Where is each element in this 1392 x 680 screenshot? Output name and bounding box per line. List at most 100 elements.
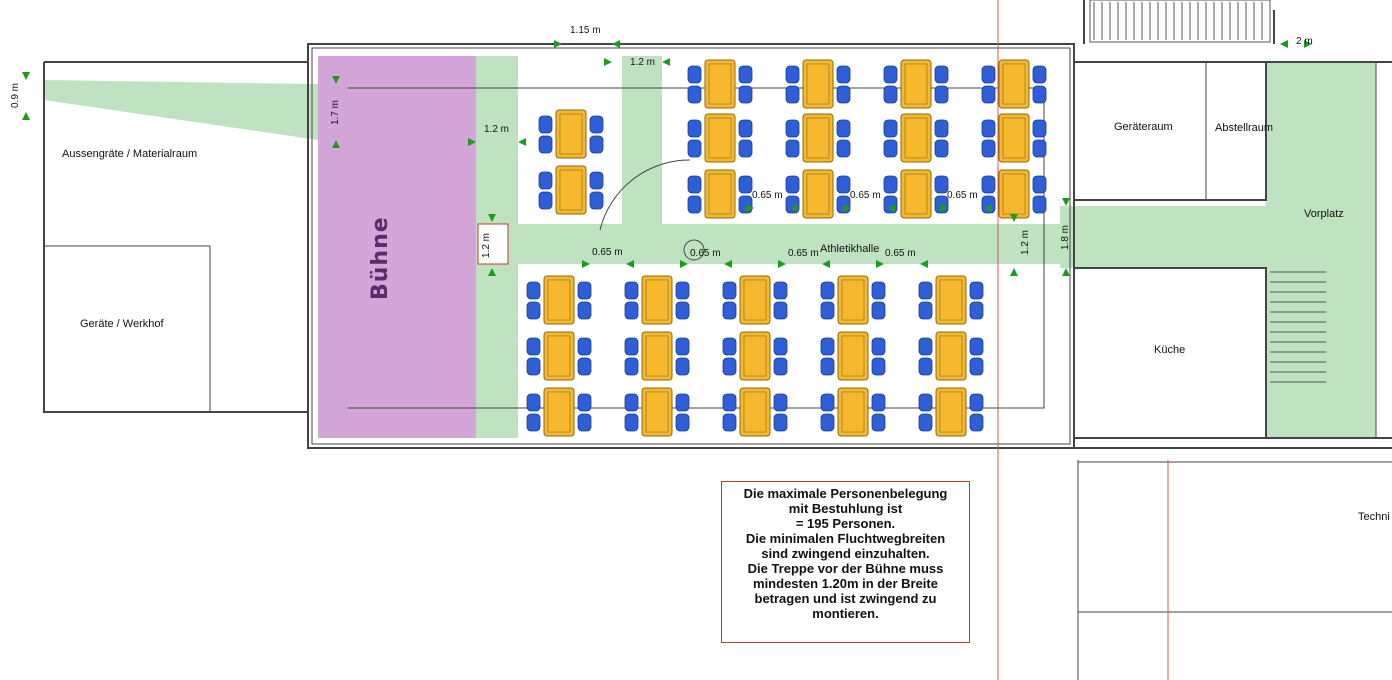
chair	[526, 393, 541, 412]
dimension-arrow	[1010, 214, 1018, 222]
chair	[738, 119, 753, 138]
dim-065-g: 0.65 m	[885, 248, 916, 259]
table-top	[841, 335, 865, 377]
chair	[773, 357, 788, 376]
table	[555, 109, 587, 159]
room-label-hall: Athletikhalle	[820, 243, 880, 255]
chair	[934, 85, 949, 104]
dimension-arrow	[22, 72, 30, 80]
chair	[577, 357, 592, 376]
chair	[773, 281, 788, 300]
dim-065-b: 0.65 m	[850, 190, 881, 201]
table-top	[645, 335, 669, 377]
table	[641, 275, 673, 325]
escape-routes	[44, 56, 1376, 438]
table	[641, 331, 673, 381]
table-top	[559, 169, 583, 211]
chair	[969, 393, 984, 412]
table	[998, 59, 1030, 109]
room-label-outdoor-equipment: Aussengräte / Materialraum	[62, 148, 198, 160]
stage-area	[318, 56, 476, 438]
dimension-arrow	[662, 58, 670, 66]
notice-line-3: = 195 Personen.	[795, 516, 896, 531]
dim-2: 2 m	[1296, 36, 1313, 47]
chair	[836, 119, 851, 138]
chair	[883, 139, 898, 158]
dimension-arrow	[518, 138, 526, 146]
dim-1-2-top: 1.2 m	[630, 57, 656, 68]
chair	[624, 281, 639, 300]
dim-065-c: 0.65 m	[947, 190, 978, 201]
dimension-arrow	[488, 214, 496, 222]
table	[935, 387, 967, 437]
notice-line-1: Die maximale Personenbelegung	[743, 486, 948, 501]
chair	[773, 393, 788, 412]
table-top	[939, 279, 963, 321]
dimension-arrow	[920, 260, 928, 268]
table	[739, 275, 771, 325]
chair	[918, 337, 933, 356]
dim-065-d: 0.65 m	[592, 247, 623, 258]
table-top	[939, 335, 963, 377]
furniture	[526, 59, 1047, 437]
chair	[871, 301, 886, 320]
chair	[934, 175, 949, 194]
chair	[969, 413, 984, 432]
chair	[785, 139, 800, 158]
dim-065-a: 0.65 m	[752, 190, 783, 201]
walls	[43, 0, 1392, 680]
chair	[981, 119, 996, 138]
table	[704, 169, 736, 219]
chair	[722, 413, 737, 432]
chair	[577, 413, 592, 432]
chair	[1032, 65, 1047, 84]
notice-line-5: sind zwingend einzuhalten.	[761, 546, 930, 561]
notice-line-7: mindesten 1.20m in der Breite	[753, 576, 938, 591]
chair	[722, 301, 737, 320]
table-top	[645, 279, 669, 321]
chair	[969, 337, 984, 356]
chair	[589, 135, 604, 154]
chair	[871, 393, 886, 412]
table-top	[547, 391, 571, 433]
table-top	[559, 113, 583, 155]
table-top	[547, 279, 571, 321]
chair	[820, 301, 835, 320]
chair	[820, 281, 835, 300]
room-label-storage-room: Abstellraum	[1215, 122, 1274, 134]
notice-line-6: Die Treppe vor der Bühne muss	[747, 561, 944, 576]
dim-1-7: 1.7 m	[330, 99, 341, 125]
escape-route-forecourt	[1266, 62, 1376, 438]
table-top	[645, 391, 669, 433]
table	[543, 331, 575, 381]
table	[704, 113, 736, 163]
chair	[738, 139, 753, 158]
chair	[836, 175, 851, 194]
dimension-arrow	[724, 260, 732, 268]
table	[837, 331, 869, 381]
red-lines	[997, 0, 1169, 680]
dimension-arrow	[604, 58, 612, 66]
table-top	[1002, 63, 1026, 105]
dim-1-8: 1.8 m	[1060, 224, 1071, 250]
chair	[624, 337, 639, 356]
chair	[675, 281, 690, 300]
table	[641, 387, 673, 437]
notice-line-2: mit Bestuhlung ist	[788, 501, 903, 516]
chair	[624, 413, 639, 432]
table	[802, 59, 834, 109]
chair	[918, 393, 933, 412]
chair	[981, 195, 996, 214]
escape-route-east-corridor	[1060, 206, 1270, 268]
chair	[624, 357, 639, 376]
notice-line-8: betragen und ist zwingend zu	[754, 591, 937, 606]
chair	[577, 301, 592, 320]
chair	[918, 301, 933, 320]
chair	[589, 191, 604, 210]
chair	[871, 413, 886, 432]
chair	[981, 65, 996, 84]
room-label-kitchen: Küche	[1154, 344, 1186, 356]
dimension-arrow	[554, 40, 562, 48]
chair	[871, 337, 886, 356]
table-top	[708, 63, 732, 105]
